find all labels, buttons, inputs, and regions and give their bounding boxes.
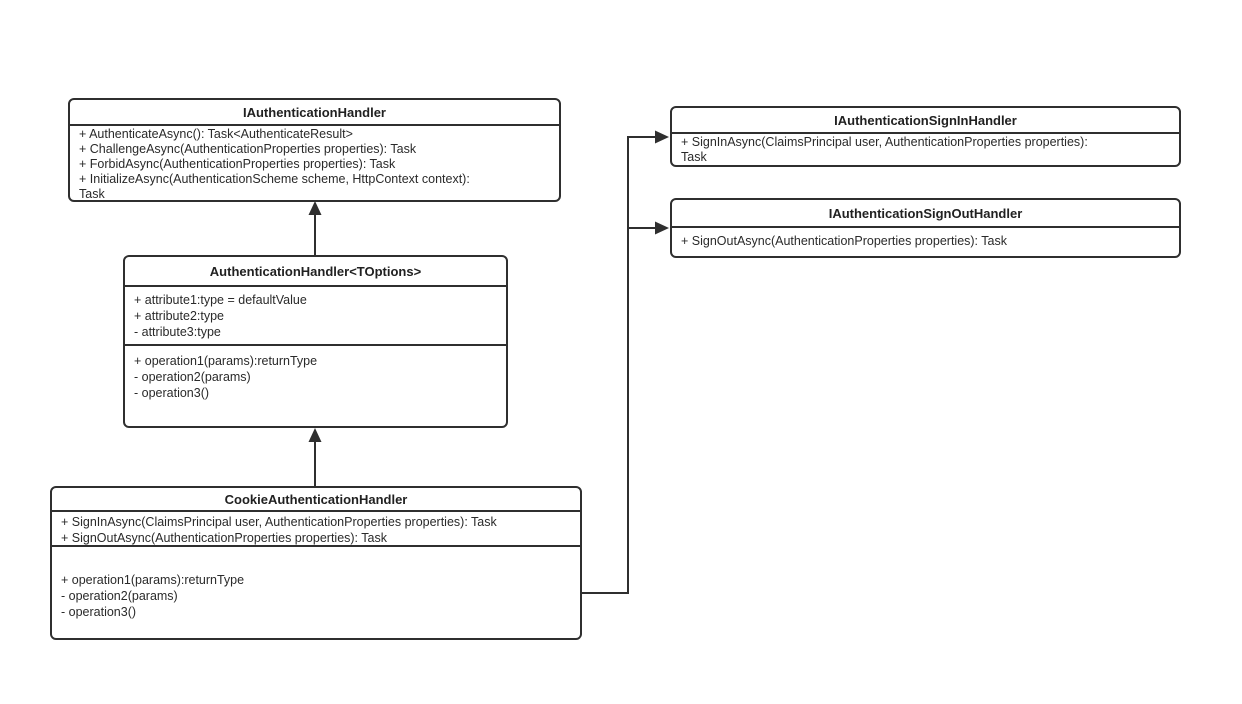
member-line: - operation2(params) — [61, 589, 178, 603]
class-title: IAuthenticationSignOutHandler — [672, 200, 1179, 228]
realization-arrowhead-icon — [655, 221, 669, 235]
realization-connector-cookiehandler-to-interfaces — [582, 130, 669, 594]
member-line: + InitializeAsync(AuthenticationScheme s… — [79, 172, 470, 186]
class-operations: + operation1(params):returnType - operati… — [125, 346, 506, 401]
class-members: + SignInAsync(ClaimsPrincipal user, Auth… — [52, 512, 580, 547]
member-line: + AuthenticateAsync(): Task<Authenticate… — [79, 127, 353, 141]
member-line: + operation1(params):returnType — [134, 354, 318, 368]
class-operations: + operation1(params):returnType - operati… — [52, 547, 580, 620]
class-title: IAuthenticationSignInHandler — [672, 108, 1179, 134]
inheritance-arrowhead-icon — [308, 201, 322, 215]
class-iauthenticationsignouthandler: IAuthenticationSignOutHandler + SignOutA… — [670, 198, 1181, 258]
inheritance-arrowhead-icon — [308, 428, 322, 442]
member-line: + SignInAsync(ClaimsPrincipal user, Auth… — [61, 515, 497, 529]
class-members: + AuthenticateAsync(): Task<Authenticate… — [70, 126, 559, 202]
member-line: Task — [79, 187, 105, 201]
member-line: + attribute1:type = defaultValue — [134, 293, 307, 307]
inheritance-arrow-authhandler-to-iauthhandler — [308, 201, 322, 255]
inheritance-arrow-cookiehandler-to-authhandler — [308, 428, 322, 486]
member-line: + SignOutAsync(AuthenticationProperties … — [681, 234, 1007, 248]
member-line: + ForbidAsync(AuthenticationProperties p… — [79, 157, 396, 171]
member-line: + SignOutAsync(AuthenticationProperties … — [61, 531, 387, 545]
member-line: - operation3() — [134, 386, 210, 400]
member-line: - attribute3:type — [134, 325, 221, 339]
member-line: + SignInAsync(ClaimsPrincipal user, Auth… — [681, 135, 1088, 149]
class-iauthenticationhandler: IAuthenticationHandler + AuthenticateAsy… — [68, 98, 561, 202]
member-line: Task — [681, 150, 707, 164]
class-iauthenticationsigninhandler: IAuthenticationSignInHandler + SignInAsy… — [670, 106, 1181, 167]
realization-arrowhead-icon — [655, 130, 669, 144]
class-authenticationhandler-toptions: AuthenticationHandler<TOptions> + attrib… — [123, 255, 508, 428]
class-members: + SignInAsync(ClaimsPrincipal user, Auth… — [672, 134, 1179, 165]
member-line: + attribute2:type — [134, 309, 224, 323]
class-title: AuthenticationHandler<TOptions> — [125, 257, 506, 287]
member-line: - operation3() — [61, 605, 137, 619]
class-cookieauthenticationhandler: CookieAuthenticationHandler + SignInAsyn… — [50, 486, 582, 640]
class-title: IAuthenticationHandler — [70, 100, 559, 126]
member-line: + operation1(params):returnType — [61, 573, 245, 587]
member-line: + ChallengeAsync(AuthenticationPropertie… — [79, 142, 417, 156]
class-title: CookieAuthenticationHandler — [52, 488, 580, 512]
class-attributes: + attribute1:type = defaultValue + attrib… — [125, 287, 506, 346]
member-line: - operation2(params) — [134, 370, 251, 384]
class-members: + SignOutAsync(AuthenticationProperties … — [672, 228, 1179, 249]
